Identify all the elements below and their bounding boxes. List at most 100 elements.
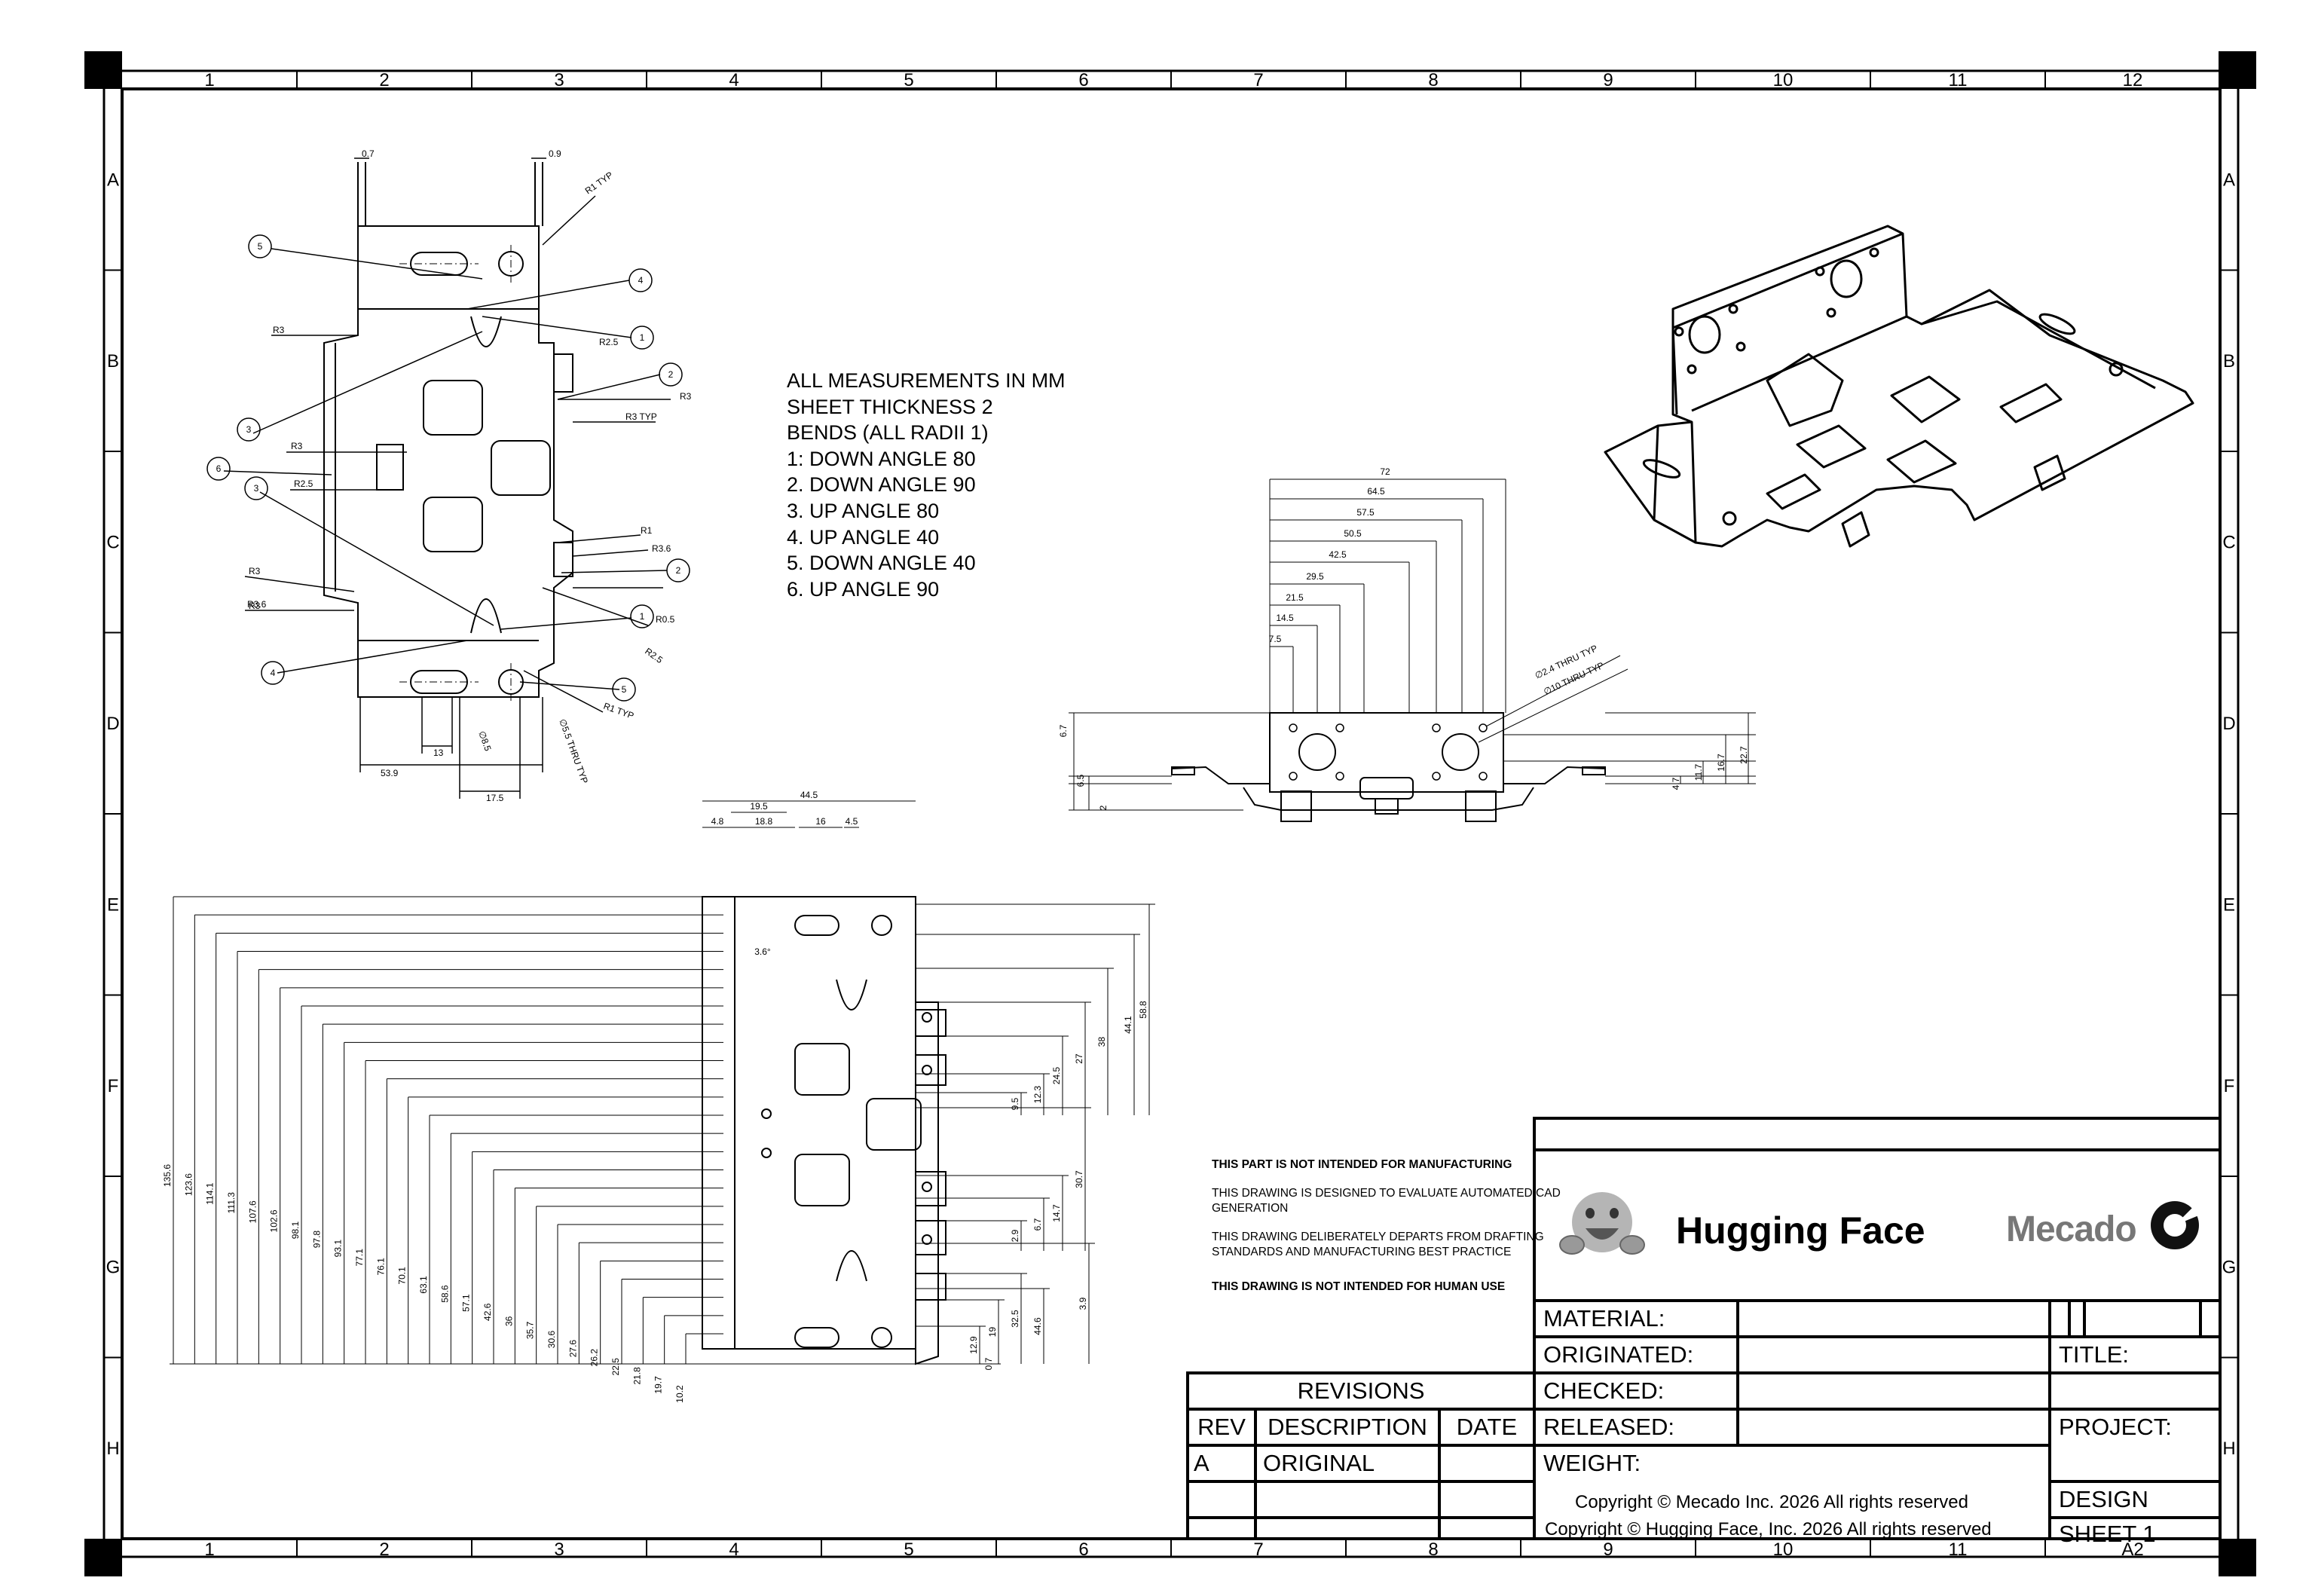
dimension-label: 14.7: [1051, 1204, 1062, 1222]
revisions-col-rev: REV: [1197, 1414, 1246, 1440]
column-label: 7: [1253, 1539, 1263, 1560]
dimension-label: 58.8: [1138, 1001, 1148, 1019]
column-label: 10: [1773, 1539, 1794, 1560]
corner-block-br: [2219, 1539, 2256, 1576]
copyright-mecado: Copyright © Mecado Inc. 2026 All rights …: [1575, 1492, 1968, 1512]
dimension-label: 57.5: [1356, 507, 1375, 518]
dimension-label: 97.8: [311, 1231, 322, 1249]
dimension-label: 64.5: [1367, 486, 1385, 497]
column-label: 9: [1603, 70, 1613, 90]
front-view-annotations: 7264.557.550.542.529.521.514.57.56.76.52…: [1058, 466, 1749, 810]
dimension-label: 32.5: [1010, 1310, 1020, 1328]
note-line: ALL MEASUREMENTS IN MM: [787, 369, 1066, 392]
dimension-label: R1 TYP: [602, 701, 635, 721]
dimension-label: 19: [987, 1327, 998, 1338]
dimension-label: 42.5: [1329, 549, 1347, 560]
title-block-grid: [1186, 1117, 2222, 1540]
disclaimer-departs: THIS DRAWING DELIBERATELY DEPARTS FROM D…: [1212, 1231, 1544, 1258]
dimension-label: R3: [291, 441, 303, 451]
dimension-label: 0.9: [549, 148, 561, 159]
dimension-label: 57.1: [461, 1294, 472, 1312]
dimension-label: R2.5: [294, 478, 313, 489]
column-label: 10: [1773, 70, 1794, 90]
corner-block-tl: [84, 51, 122, 89]
dimension-label: 22.7: [1739, 746, 1749, 764]
dimension-label: 27: [1074, 1053, 1084, 1064]
column-label: 7: [1253, 70, 1263, 90]
row-label: G: [106, 1257, 121, 1277]
balloon-label: 3: [246, 424, 252, 435]
mecado-wordmark: Mecado: [2006, 1209, 2137, 1249]
dimension-label: 44.5: [800, 790, 818, 800]
isometric-view: [1604, 225, 2194, 548]
hugging-face-wordmark: Hugging Face: [1676, 1209, 1925, 1252]
dimension-label: 4.7: [1671, 777, 1681, 790]
column-label: 11: [1949, 70, 1968, 90]
sheet-label: SHEET 1: [2059, 1521, 2156, 1547]
note-line: 6. UP ANGLE 90: [787, 577, 940, 601]
dimension-label: ∅5.5 THRU TYP: [557, 717, 590, 784]
dimension-label: R3: [273, 325, 285, 335]
note-line: SHEET THICKNESS 2: [787, 395, 993, 418]
dimension-label: 14.5: [1276, 613, 1294, 623]
dimension-label: 58.6: [439, 1285, 450, 1303]
dimension-label: R1: [641, 525, 653, 536]
column-label: 5: [904, 1539, 913, 1560]
dimension-label: 22.5: [610, 1358, 621, 1376]
dimension-label: 63.1: [418, 1276, 429, 1294]
column-label: 11: [1949, 1539, 1968, 1560]
dimension-label: 0.7: [983, 1357, 994, 1370]
column-label: 4: [729, 70, 739, 90]
dimension-label: 30.6: [546, 1330, 557, 1348]
dimension-label: 35.7: [525, 1321, 536, 1339]
column-label: 1: [204, 70, 214, 90]
title-label: TITLE:: [2059, 1341, 2130, 1368]
dimension-label: 7.5: [1269, 634, 1282, 644]
dimension-label: 38: [1096, 1037, 1107, 1047]
dimension-label: 21.5: [1286, 592, 1304, 603]
weight-label: WEIGHT:: [1543, 1450, 1641, 1476]
general-notes: ALL MEASUREMENTS IN MM SHEET THICKNESS 2…: [787, 368, 1066, 602]
balloon-label: 2: [668, 369, 674, 380]
dimension-label: 77.1: [354, 1249, 365, 1267]
dimension-label: 3.9: [1078, 1297, 1088, 1310]
dimension-label: 29.5: [1306, 571, 1324, 582]
dimension-label: 19.7: [653, 1376, 664, 1394]
dimension-label: 2: [1098, 805, 1109, 810]
dimension-label: 6.7: [1032, 1218, 1043, 1231]
dimension-label: 16: [815, 816, 826, 827]
row-label: G: [2222, 1257, 2237, 1277]
dimension-label: 76.1: [375, 1258, 386, 1276]
balloon-label: 4: [638, 275, 644, 286]
dimension-label: 107.6: [247, 1200, 258, 1223]
mecado-logo-icon: [2151, 1201, 2200, 1249]
dimension-label: 24.5: [1051, 1066, 1062, 1084]
checked-label: CHECKED:: [1543, 1377, 1665, 1404]
column-label: 8: [1428, 1539, 1438, 1560]
column-label: 12: [2123, 70, 2143, 90]
balloon-label: 3: [254, 483, 259, 494]
row-label: D: [2222, 714, 2235, 734]
dimension-label: 111.3: [226, 1192, 237, 1214]
dimension-label: 42.6: [482, 1303, 493, 1321]
dimension-label: 102.6: [269, 1209, 280, 1232]
revisions-col-description: DESCRIPTION: [1268, 1414, 1427, 1440]
disclaimer-manufacturing: THIS PART IS NOT INTENDED FOR MANUFACTUR…: [1212, 1158, 1512, 1171]
column-label: 3: [554, 1539, 564, 1560]
dimension-label: 4.5: [846, 816, 858, 827]
dimension-label: 19.5: [750, 801, 768, 812]
disclaimer-block: THIS PART IS NOT INTENDED FOR MANUFACTUR…: [1212, 1157, 1566, 1308]
row-label: A: [107, 170, 119, 190]
dimension-label: 21.8: [632, 1367, 642, 1385]
column-label: 9: [1603, 1539, 1613, 1560]
dimension-label: 9.5: [1010, 1097, 1020, 1110]
balloon-label: 4: [271, 668, 276, 678]
note-line: 4. UP ANGLE 40: [787, 525, 940, 549]
dimension-label: 10.2: [674, 1385, 685, 1403]
dimension-label: 3.6°: [754, 946, 771, 957]
note-line: 2. DOWN ANGLE 90: [787, 473, 976, 497]
dimension-label: 36: [503, 1316, 514, 1326]
dimension-label: R3 TYP: [625, 411, 657, 422]
